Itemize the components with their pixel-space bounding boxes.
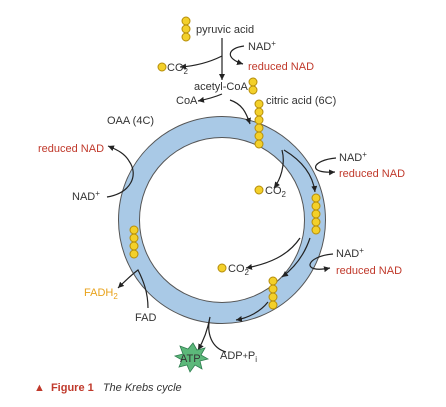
label-fadh2: FADH2 [84, 287, 118, 301]
atp-burst-icon [173, 342, 210, 373]
label-acetyl-coa: acetyl-CoA [194, 81, 248, 93]
pyruvic-acid-molecule [181, 16, 191, 42]
four-carbon-molecule-left [129, 225, 139, 259]
arrow-ring-bottom [235, 301, 269, 322]
label-oaa: OAA (4C) [107, 115, 154, 127]
arrow-co2-mid [273, 149, 284, 189]
arrow-ring-right-2 [281, 237, 311, 278]
caption-text: The Krebs cycle [103, 382, 182, 394]
arrow-nad-top [229, 45, 245, 66]
label-reduced-nad-right-1: reduced NAD [339, 168, 405, 180]
four-carbon-molecule-right [268, 276, 278, 310]
label-pyruvic-acid: pyruvic acid [196, 24, 254, 36]
acetyl-coa-molecule [248, 77, 258, 95]
arrow-nad-upper-left [106, 145, 134, 198]
arrow-fad [117, 269, 149, 309]
arrow-acetyl-into-cycle [229, 99, 251, 125]
caption-figure-number: Figure 1 [51, 382, 94, 394]
co2-molecule-middle [254, 185, 264, 195]
arrow-ring-right-1 [283, 149, 318, 193]
label-coa: CoA [176, 95, 198, 107]
label-reduced-nad-left: reduced NAD [38, 143, 104, 155]
citric-acid-molecule [254, 99, 264, 149]
label-nad-plus-top: NAD+ [248, 39, 276, 53]
arrow-nad-right-1 [314, 157, 337, 176]
five-carbon-molecule [311, 193, 321, 235]
label-nad-plus-left: NAD+ [72, 189, 100, 203]
co2-molecule-top [157, 62, 167, 72]
arrow-co2-top [179, 55, 223, 70]
arrow-co2-lower [245, 237, 301, 270]
arrow-coa-release [197, 93, 223, 103]
label-co2-middle: CO2 [265, 185, 287, 199]
figure-caption: ▲ Figure 1 The Krebs cycle [34, 382, 182, 394]
krebs-ring-fill [119, 117, 325, 323]
label-nad-plus-right-2: NAD+ [336, 246, 364, 260]
label-co2-top: CO2 [167, 62, 189, 76]
co2-molecule-lower [217, 263, 227, 273]
label-citric-acid: citric acid (6C) [266, 95, 336, 107]
arrow-nad-right-2 [309, 253, 334, 273]
label-reduced-nad-top: reduced NAD [248, 61, 314, 73]
caption-marker: ▲ [34, 382, 45, 394]
label-atp: ATP [180, 353, 201, 365]
arrow-adp-atp [197, 316, 227, 353]
label-co2-lower: CO2 [228, 263, 250, 277]
label-adp-pi: ADP+Pi [220, 350, 257, 364]
label-fad: FAD [135, 312, 156, 324]
label-nad-plus-right-1: NAD+ [339, 150, 367, 164]
label-reduced-nad-right-2: reduced NAD [336, 265, 402, 277]
